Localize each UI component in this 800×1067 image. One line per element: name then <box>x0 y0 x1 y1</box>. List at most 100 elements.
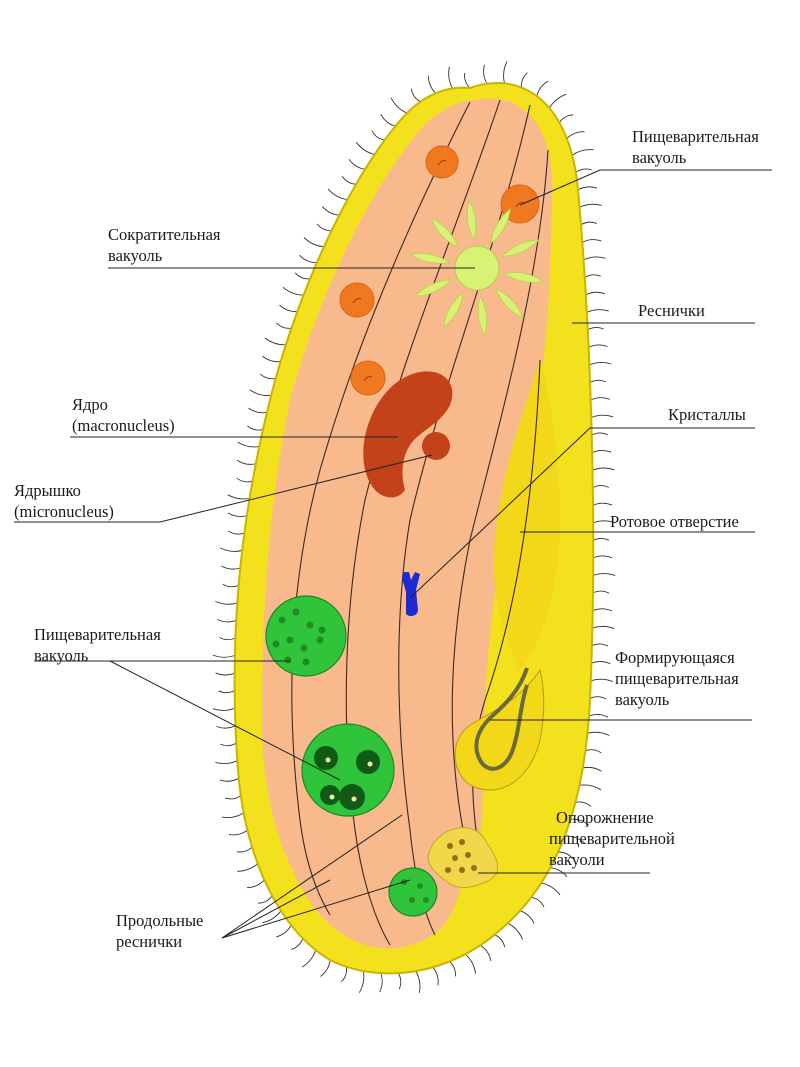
orange-vacuole <box>500 184 540 224</box>
forming-vacuole-tube <box>474 667 529 771</box>
food-particle-core <box>367 761 373 767</box>
cilium <box>291 938 304 950</box>
food-particle <box>300 644 308 652</box>
food-particle <box>284 656 292 664</box>
cilium <box>465 953 477 974</box>
green-vacuole <box>265 595 347 677</box>
cilium <box>316 223 332 232</box>
cilium <box>216 725 236 729</box>
cilium <box>550 867 568 878</box>
food-particle <box>316 636 324 644</box>
cilium <box>427 75 437 94</box>
cilium <box>237 863 258 872</box>
contractile-canal <box>503 272 545 283</box>
cilium <box>589 379 607 383</box>
cilium <box>371 130 385 141</box>
cilium <box>222 812 244 819</box>
cilium <box>228 829 248 836</box>
cilium <box>237 441 260 448</box>
label-contractile-vacuole: Сократительная вакуоль <box>108 225 225 265</box>
cilium <box>590 397 610 401</box>
cilium <box>575 168 592 173</box>
food-particle <box>417 883 423 889</box>
cilium <box>212 707 236 711</box>
green-vacuoles <box>265 595 438 917</box>
outer-cilia <box>212 61 616 993</box>
cilium <box>397 972 402 990</box>
cilium <box>575 801 592 807</box>
food-particle <box>278 616 286 624</box>
excreta-particle <box>452 855 458 861</box>
label-macronucleus: Ядро (macronucleus) <box>72 395 175 435</box>
cilium <box>303 237 325 248</box>
cilium <box>587 327 604 331</box>
food-particle <box>286 636 294 644</box>
cilium <box>275 322 292 329</box>
excreta-particle <box>459 839 465 845</box>
cilium <box>301 949 317 968</box>
crystal <box>402 572 420 617</box>
contractile-canal <box>409 253 451 264</box>
label-excretion: Опорожнение пищеварительной вакуоли <box>549 808 679 869</box>
cilium <box>588 714 609 718</box>
cilium <box>519 910 535 924</box>
cilium <box>586 309 609 313</box>
contractile-canal <box>414 279 453 297</box>
excreta-particle <box>445 867 451 873</box>
contractile-canal <box>501 239 540 257</box>
food-particle <box>306 621 314 629</box>
cilium <box>259 373 276 380</box>
cilium <box>591 643 609 647</box>
cilium <box>276 924 292 938</box>
anal-pore-dots <box>445 839 477 873</box>
cilium <box>531 896 545 908</box>
cilium <box>282 286 304 296</box>
label-oral-opening: Ротовое отверстие <box>610 512 739 531</box>
cilium <box>592 502 613 506</box>
cilium <box>217 618 237 623</box>
cilium <box>249 389 272 397</box>
green-vacuole <box>388 867 438 917</box>
cilium <box>591 661 611 665</box>
food-particle <box>356 750 380 774</box>
cilium <box>592 608 612 612</box>
cilium <box>236 846 253 853</box>
cilium <box>379 972 383 993</box>
label-crystals: Кристаллы <box>668 405 746 424</box>
orange-vacuoles <box>339 145 540 396</box>
excreta-particle <box>471 865 477 871</box>
orange-vacuole <box>339 282 375 318</box>
contractile-canal <box>443 291 464 329</box>
cilium <box>215 760 238 765</box>
cilium <box>264 337 286 346</box>
cilium <box>592 449 612 454</box>
food-particle <box>320 785 340 805</box>
cilium <box>355 141 375 155</box>
cilium <box>592 625 615 630</box>
cilium <box>219 777 239 782</box>
cilium <box>227 494 250 500</box>
cilium <box>220 742 237 747</box>
labels: Пищеварительная вакуоль Сократительная в… <box>14 127 759 951</box>
food-particle <box>339 784 365 810</box>
cilium <box>320 960 331 977</box>
cilium <box>541 882 561 896</box>
cilium <box>592 520 616 524</box>
cilium <box>247 425 264 431</box>
cilium <box>579 784 602 791</box>
food-particle <box>292 608 300 616</box>
cilium <box>585 291 605 296</box>
vacuole-detail <box>515 202 525 208</box>
cilium <box>558 851 574 859</box>
cilium <box>218 690 235 694</box>
contractile-vacuole <box>409 199 545 337</box>
cilium <box>589 696 607 700</box>
cilium <box>564 835 586 845</box>
cilium <box>591 432 608 436</box>
cilium <box>219 637 236 641</box>
cilium <box>536 80 549 97</box>
food-particle <box>314 746 338 770</box>
cilium <box>566 131 585 139</box>
cilium <box>390 97 408 114</box>
excreta-particle <box>447 843 453 849</box>
